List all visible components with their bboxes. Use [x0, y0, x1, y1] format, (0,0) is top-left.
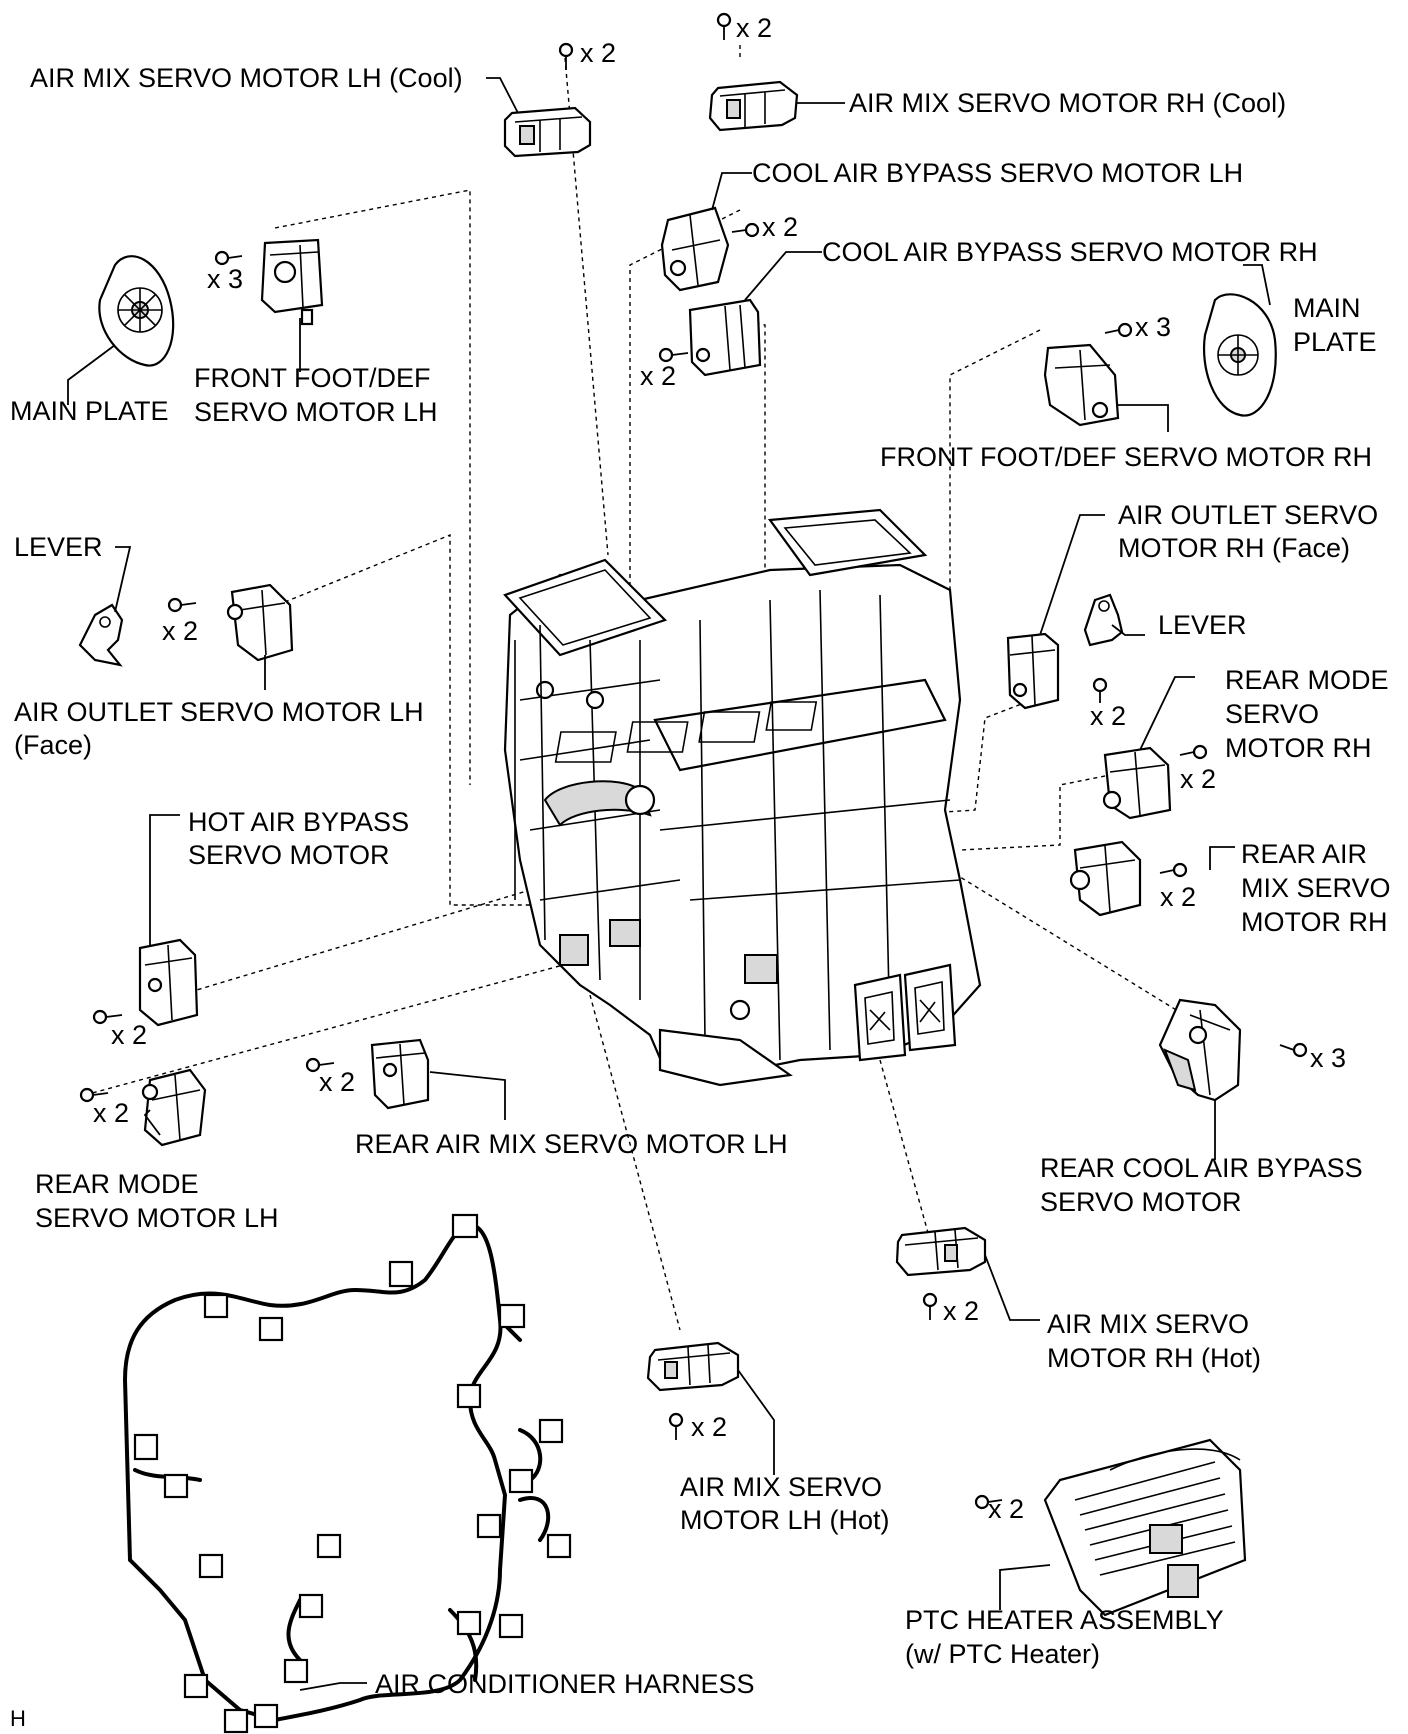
label-ptc-heater-assembly: (w/ PTC Heater): [905, 1639, 1100, 1669]
screw-icon: [922, 1292, 938, 1320]
qty-label: x 2: [111, 1020, 147, 1050]
screw-icon: [92, 1009, 123, 1025]
label-air-outlet-servo-motor-lh: AIR OUTLET SERVO MOTOR LH: [14, 697, 424, 727]
label-air-outlet-servo-motor-lh: (Face): [14, 730, 92, 760]
front-foot-def-servo-motor-rh: [1043, 343, 1120, 427]
label-hot-air-bypass-servo-motor: SERVO MOTOR: [188, 840, 390, 870]
corner-mark: H: [10, 1706, 26, 1731]
screw-icon: [1159, 862, 1188, 878]
label-air-mix-servo-motor-rh-hot: AIR MIX SERVO: [1047, 1309, 1249, 1339]
air-mix-servo-motor-rh-cool: [708, 80, 799, 132]
lever-rh: [1083, 593, 1124, 647]
connector-icon: [133, 1213, 572, 1734]
label-hot-air-bypass-servo-motor: HOT AIR BYPASS: [188, 807, 409, 837]
rear-air-mix-servo-motor-lh: [370, 1038, 430, 1110]
screw-icon: [1179, 744, 1208, 760]
air-outlet-servo-motor-rh: [1006, 632, 1060, 710]
screw-icon: [974, 1494, 1003, 1510]
screw-icon: [1279, 1042, 1308, 1058]
label-rear-air-mix-servo-motor-lh: REAR AIR MIX SERVO MOTOR LH: [355, 1129, 788, 1159]
hot-air-bypass-servo-motor: [138, 938, 199, 1027]
label-air-mix-servo-motor-rh-cool: AIR MIX SERVO MOTOR RH (Cool): [849, 88, 1286, 118]
qty-label: x 2: [988, 1494, 1024, 1524]
screw-icon: [658, 347, 689, 363]
labels: AIR MIX SERVO MOTOR LH (Cool) x 2 x 2 AI…: [10, 13, 1391, 1731]
qty-label: x 2: [93, 1098, 129, 1128]
label-rear-mode-servo-motor-rh: MOTOR RH: [1225, 733, 1372, 763]
air-outlet-servo-motor-lh: [226, 583, 294, 662]
leader-lines: [67, 77, 1271, 1691]
label-main-plate-rh: MAIN: [1293, 293, 1361, 323]
label-front-foot-def-servo-motor-lh: FRONT FOOT/DEF: [194, 363, 431, 393]
label-rear-cool-air-bypass-servo-motor: SERVO MOTOR: [1040, 1187, 1242, 1217]
label-air-mix-servo-motor-rh-hot: MOTOR RH (Hot): [1047, 1343, 1261, 1373]
air-mix-servo-motor-rh-hot: [895, 1226, 987, 1277]
ptc-heater-assembly: [1043, 1438, 1247, 1617]
main-plate-rh: [1203, 293, 1277, 417]
label-ptc-heater-assembly: PTC HEATER ASSEMBLY: [905, 1605, 1224, 1635]
rear-air-mix-servo-motor-rh: [1069, 840, 1142, 917]
label-rear-mode-servo-motor-rh: REAR MODE: [1225, 665, 1389, 695]
label-cool-air-bypass-servo-motor-lh: COOL AIR BYPASS SERVO MOTOR LH: [752, 158, 1243, 188]
label-lever-lh: LEVER: [14, 532, 103, 562]
screw-icon: [1092, 677, 1108, 703]
rear-mode-servo-motor-rh: [1102, 746, 1172, 820]
label-rear-cool-air-bypass-servo-motor: REAR COOL AIR BYPASS: [1040, 1153, 1363, 1183]
qty-label: x 3: [1310, 1043, 1346, 1073]
screw-icon: [558, 42, 574, 70]
qty-label: x 2: [1180, 764, 1216, 794]
qty-label: x 2: [1090, 701, 1126, 731]
qty-label: x 2: [762, 212, 798, 242]
label-front-foot-def-servo-motor-rh: FRONT FOOT/DEF SERVO MOTOR RH: [880, 442, 1372, 472]
label-air-mix-servo-motor-lh-hot: MOTOR LH (Hot): [680, 1505, 890, 1535]
label-rear-air-mix-servo-motor-rh: MIX SERVO: [1241, 873, 1391, 903]
label-main-plate-rh: PLATE: [1293, 327, 1377, 357]
screw-icon: [1104, 322, 1133, 338]
qty-label: x 2: [580, 38, 616, 68]
rear-mode-servo-motor-lh: [141, 1068, 207, 1147]
label-rear-mode-servo-motor-lh: SERVO MOTOR LH: [35, 1203, 279, 1233]
screw-icon: [731, 222, 760, 238]
label-rear-air-mix-servo-motor-rh: REAR AIR: [1241, 839, 1367, 869]
qty-label: x 2: [162, 616, 198, 646]
qty-label: x 3: [207, 264, 243, 294]
label-air-conditioner-harness: AIR CONDITIONER HARNESS: [375, 1669, 755, 1699]
label-air-outlet-servo-motor-rh: MOTOR RH (Face): [1118, 533, 1350, 563]
lever-lh: [78, 603, 124, 667]
screw-icon: [79, 1087, 109, 1103]
qty-label: x 2: [640, 361, 676, 391]
label-air-mix-servo-motor-lh-cool: AIR MIX SERVO MOTOR LH (Cool): [30, 63, 463, 93]
front-foot-def-servo-motor-lh: [260, 238, 324, 326]
screw-icon: [668, 1412, 684, 1440]
label-air-mix-servo-motor-lh-hot: AIR MIX SERVO: [680, 1472, 882, 1502]
air-mix-servo-motor-lh-hot: [646, 1341, 740, 1392]
label-air-outlet-servo-motor-rh: AIR OUTLET SERVO: [1118, 500, 1378, 530]
air-conditioner-harness: [123, 1213, 572, 1734]
label-rear-mode-servo-motor-rh: SERVO: [1225, 699, 1319, 729]
cool-air-bypass-servo-motor-rh: [688, 298, 762, 377]
screw-icon: [716, 12, 732, 40]
qty-label: x 2: [736, 13, 772, 43]
label-main-plate-lh: MAIN PLATE: [10, 396, 169, 426]
hvac-unit-assembly: [503, 508, 982, 1087]
screw-icon: [214, 250, 243, 266]
qty-label: x 2: [1160, 882, 1196, 912]
qty-label: x 2: [691, 1412, 727, 1442]
qty-label: x 2: [319, 1067, 355, 1097]
screw-icon: [167, 597, 197, 613]
screw-icon: [305, 1057, 335, 1073]
label-rear-mode-servo-motor-lh: REAR MODE: [35, 1169, 199, 1199]
cool-air-bypass-servo-motor-lh: [660, 206, 730, 292]
label-cool-air-bypass-servo-motor-rh: COOL AIR BYPASS SERVO MOTOR RH: [822, 237, 1318, 267]
label-lever-rh: LEVER: [1158, 610, 1247, 640]
main-plate-lh: [98, 255, 175, 367]
qty-label: x 2: [943, 1296, 979, 1326]
air-mix-servo-motor-lh-cool: [503, 106, 592, 158]
label-rear-air-mix-servo-motor-rh: MOTOR RH: [1241, 907, 1388, 937]
qty-label: x 3: [1135, 312, 1171, 342]
label-front-foot-def-servo-motor-lh: SERVO MOTOR LH: [194, 397, 438, 427]
rear-cool-air-bypass-servo-motor: [1158, 998, 1242, 1102]
